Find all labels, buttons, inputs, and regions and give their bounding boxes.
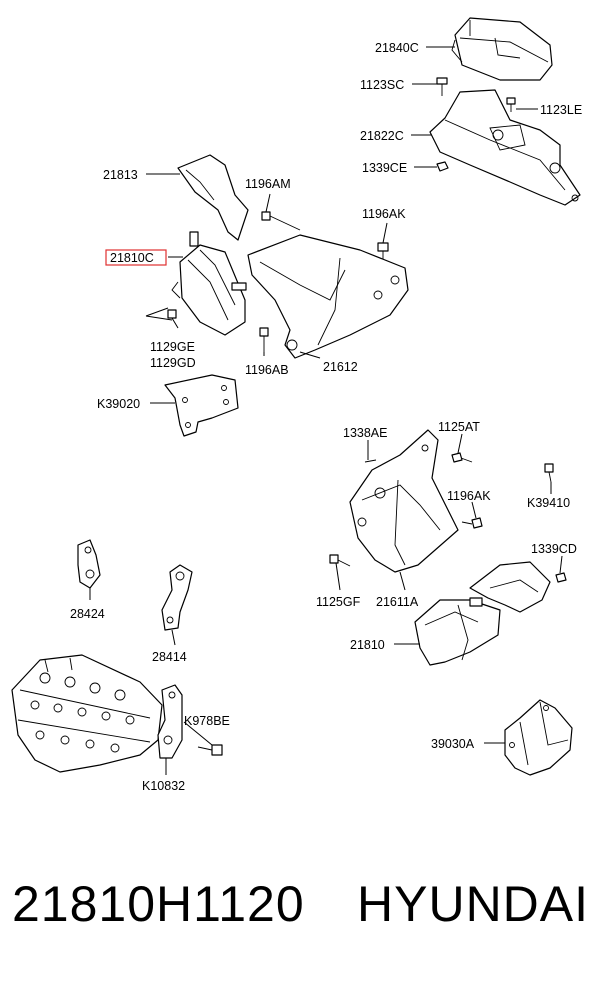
label-1125at: 1125AT bbox=[438, 420, 480, 434]
bracket-39030a bbox=[504, 699, 573, 776]
part-number: 21810H1120 bbox=[12, 876, 305, 932]
label-28414: 28414 bbox=[152, 650, 187, 664]
bolt-1125at bbox=[451, 452, 473, 463]
label-k39020: K39020 bbox=[97, 397, 140, 411]
plate-28424 bbox=[77, 539, 101, 589]
label-21611a: 21611A bbox=[376, 595, 419, 609]
bolt-1196ab bbox=[259, 327, 269, 352]
bolt-1123sc bbox=[436, 77, 448, 96]
insulator-21810c bbox=[171, 231, 247, 336]
bolt-1123le bbox=[506, 97, 516, 112]
heat-shield-21813 bbox=[177, 154, 249, 241]
cylinder-head bbox=[11, 654, 163, 773]
bracket-k39020 bbox=[164, 374, 239, 437]
label-1339cd: 1339CD bbox=[531, 542, 577, 556]
nut-1339cd bbox=[555, 572, 567, 583]
label-1123sc: 1123SC bbox=[360, 78, 404, 92]
label-1129ge: 1129GE bbox=[150, 340, 195, 354]
bolt-1338ae bbox=[364, 459, 377, 463]
label-1339ce: 1339CE bbox=[362, 161, 407, 175]
label-1196ab: 1196AB bbox=[245, 363, 289, 377]
leader-lines bbox=[89, 46, 563, 775]
bolt-1196ak-mid bbox=[461, 517, 483, 529]
bolt-k978be bbox=[197, 744, 223, 756]
label-39030a: 39030A bbox=[431, 737, 475, 751]
label-21813: 21813 bbox=[103, 168, 138, 182]
plate-28414 bbox=[161, 564, 193, 631]
bolt-1129ge bbox=[167, 309, 177, 319]
bracket-21612 bbox=[247, 234, 409, 359]
highlight-box bbox=[105, 249, 167, 266]
label-21822c: 21822C bbox=[360, 129, 404, 143]
label-1123le: 1123LE bbox=[540, 103, 582, 117]
bolt-k39410 bbox=[544, 463, 554, 483]
footer: 21810H1120 HYUNDAI bbox=[0, 875, 600, 945]
label-21840c: 21840C bbox=[375, 41, 419, 55]
insulator-21810 bbox=[414, 597, 501, 666]
label-1196am: 1196AM bbox=[245, 177, 291, 191]
nut-1339ce bbox=[436, 161, 449, 172]
label-21612: 21612 bbox=[323, 360, 358, 374]
label-1125gf: 1125GF bbox=[316, 595, 361, 609]
brand-name: HYUNDAI bbox=[357, 876, 590, 932]
heat-shield-21810 bbox=[469, 561, 551, 613]
label-21810c: 21810C bbox=[110, 251, 154, 265]
label-k10832: K10832 bbox=[142, 779, 185, 793]
bolt-1196ak-top bbox=[377, 242, 389, 262]
label-1196ak-mid: 1196AK bbox=[447, 489, 491, 503]
label-28424: 28424 bbox=[70, 607, 105, 621]
bolt-1196am bbox=[261, 211, 301, 231]
mount-bracket-21822c bbox=[429, 89, 581, 206]
label-1338ae: 1338AE bbox=[343, 426, 387, 440]
bracket-21611a bbox=[349, 429, 459, 573]
mount-cover-21840c bbox=[451, 17, 553, 81]
label-1129gd: 1129GD bbox=[150, 356, 196, 370]
label-21810: 21810 bbox=[350, 638, 385, 652]
label-k978be: K978BE bbox=[184, 714, 230, 728]
bolt-1125gf bbox=[329, 554, 351, 567]
bracket-k10832 bbox=[157, 684, 183, 759]
label-1196ak-top: 1196AK bbox=[362, 207, 406, 221]
label-k39410: K39410 bbox=[527, 496, 570, 510]
